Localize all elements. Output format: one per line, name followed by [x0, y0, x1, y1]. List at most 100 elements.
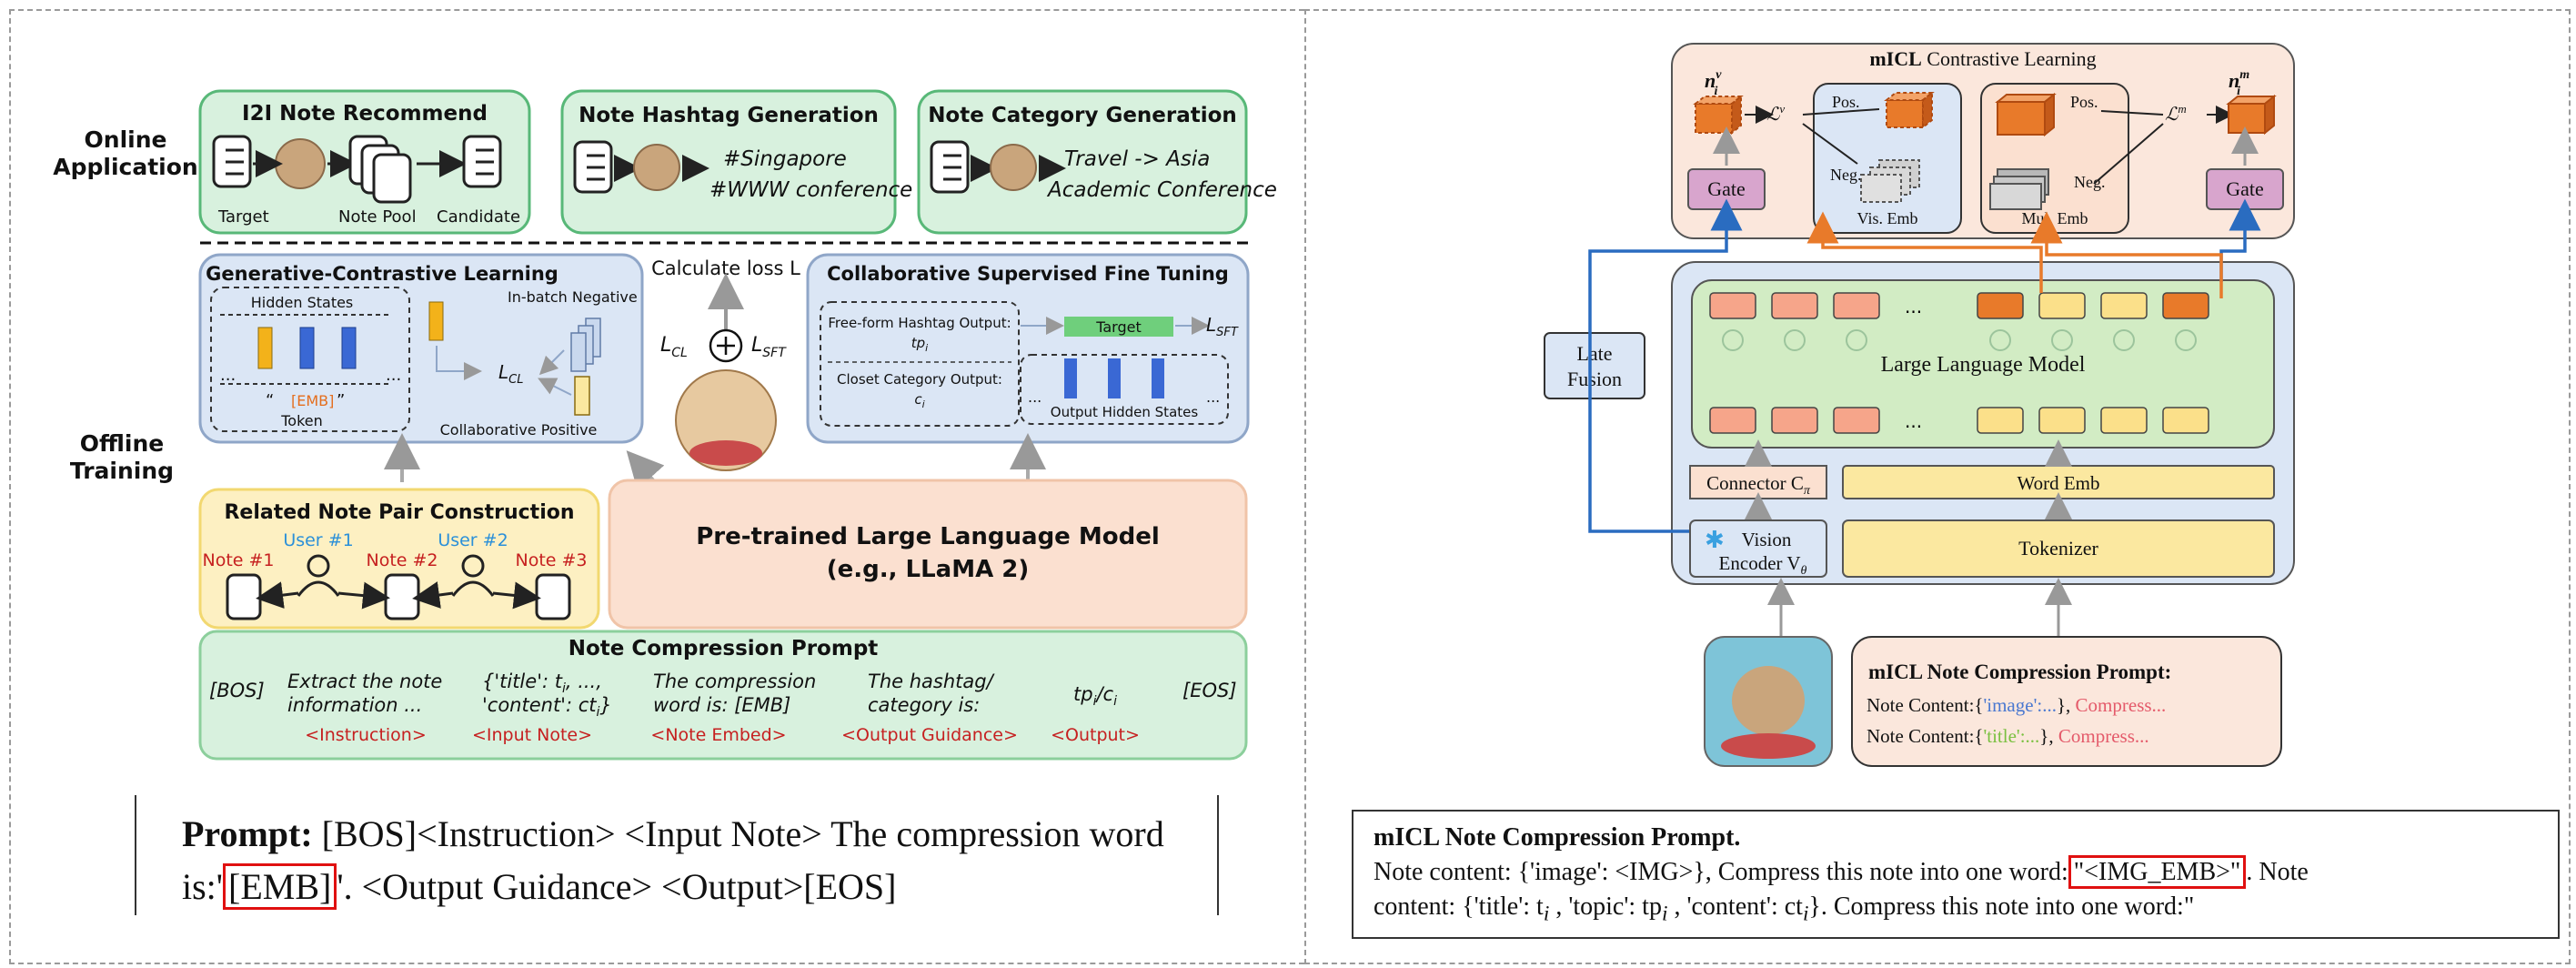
svg-text:Pos.: Pos.	[2070, 93, 2098, 111]
svg-text:<Output>: <Output>	[1051, 725, 1140, 745]
svg-text:Connector Cπ: Connector Cπ	[1706, 472, 1811, 498]
note-icon	[573, 140, 613, 194]
generative-contrastive-learning-box: Generative-Contrastive Learning Hidden S…	[198, 253, 644, 444]
pretrained-llm-box: Pre-trained Large Language Model (e.g., …	[608, 479, 1248, 630]
svg-text:Note Content:{'image':...}, Co: Note Content:{'image':...}, Compress...	[1867, 694, 2166, 716]
svg-text:(e.g., LLaMA 2): (e.g., LLaMA 2)	[827, 556, 1030, 583]
right-prompt-caption: mICL Note Compression Prompt. Note conte…	[1352, 810, 2560, 939]
left-prompt-caption: Prompt: [BOS]<Instruction> <Input Note> …	[135, 795, 1219, 915]
svg-text:Collaborative Positive: Collaborative Positive	[440, 421, 598, 439]
svg-text:[EMB]: [EMB]	[291, 392, 334, 409]
svg-text:Candidate: Candidate	[437, 207, 520, 227]
token-cell	[2038, 292, 2086, 319]
img-emb-highlight: "<IMG_EMB>"	[2068, 855, 2247, 889]
token-cell	[2162, 292, 2209, 319]
svg-text:Note #3: Note #3	[515, 550, 587, 570]
token-cell	[2038, 407, 2086, 434]
svg-text:Note #1: Note #1	[202, 550, 274, 570]
left-panel	[9, 9, 1304, 964]
svg-text:Travel -> Asia: Travel -> Asia	[1064, 147, 1210, 171]
svg-text:Note Hashtag Generation: Note Hashtag Generation	[579, 104, 879, 127]
svg-text:Note #2: Note #2	[366, 550, 438, 570]
token-cell	[1833, 407, 1880, 434]
svg-text:The hashtag/: The hashtag/	[868, 671, 995, 692]
svg-text:Academic Conference: Academic Conference	[1046, 178, 1277, 202]
svg-text:Word Emb: Word Emb	[2017, 472, 2099, 494]
svg-text:Fusion: Fusion	[1567, 368, 1622, 390]
token-cell	[1709, 407, 1756, 434]
llm-node	[2113, 329, 2135, 351]
svg-text:Target: Target	[1095, 318, 1142, 336]
svg-text:<Output Guidance>: <Output Guidance>	[841, 725, 1018, 745]
svg-text:Token: Token	[280, 412, 323, 429]
collaborative-sft-box: Collaborative Supervised Fine Tuning Fre…	[806, 253, 1250, 444]
ellipsis: ...	[1905, 410, 1922, 432]
svg-text:[BOS]: [BOS]	[209, 680, 265, 701]
llama-reading-image	[1704, 636, 1833, 767]
user-2-icon	[451, 554, 495, 597]
svg-text:In-batch Negative: In-batch Negative	[508, 288, 638, 306]
svg-text:{'title': ti, ...,: {'title': ti, ...,	[482, 671, 602, 696]
tokenizer-box	[1842, 519, 2275, 578]
svg-text:“: “	[266, 391, 274, 410]
svg-text:#Singapore: #Singapore	[723, 147, 847, 171]
llm-inner-box	[1691, 279, 2275, 449]
svg-text:<Instruction>: <Instruction>	[305, 725, 427, 745]
svg-text:...: ...	[386, 366, 401, 385]
token-cell	[1771, 292, 1818, 319]
svg-text:Note Compression Prompt: Note Compression Prompt	[569, 637, 879, 660]
svg-text:...: ...	[220, 366, 236, 385]
svg-text:Neg.: Neg.	[1830, 166, 1862, 184]
right-panel	[1304, 9, 2571, 964]
token-cell	[1833, 292, 1880, 319]
note-pool-icon	[348, 135, 412, 204]
ellipsis: ...	[1905, 296, 1922, 318]
llm-nodes	[1722, 329, 2197, 351]
i2i-note-recommend-box: I2I Note Recommend Target Note Pool Cand…	[198, 89, 531, 235]
svg-text:Encoder Vθ: Encoder Vθ	[1719, 552, 1807, 578]
token-row-bottom: ...	[1709, 407, 2209, 434]
snowflake-icon: ✱	[1705, 527, 1725, 554]
user-1-icon	[297, 554, 340, 597]
token-cell	[2162, 407, 2209, 434]
svg-text:Gate: Gate	[2226, 177, 2264, 200]
llama-avatar	[990, 144, 1037, 191]
llama-avatar	[633, 144, 680, 191]
late-fusion-box	[1544, 332, 1645, 399]
llm-node	[1846, 329, 1867, 351]
svg-text:Gate: Gate	[1707, 177, 1746, 200]
note-hashtag-generation-box: Note Hashtag Generation #Singapore #WWW …	[560, 89, 912, 235]
svg-text:Collaborative Supervised Fine: Collaborative Supervised Fine Tuning	[827, 263, 1229, 285]
svg-text:Vis. Emb: Vis. Emb	[1857, 209, 1918, 227]
svg-text:Closet Category Output:: Closet Category Output:	[837, 371, 1002, 388]
svg-text:Hidden States: Hidden States	[251, 294, 354, 311]
svg-text:User #2: User #2	[438, 530, 508, 550]
token-row-top: ...	[1709, 292, 2209, 319]
svg-text:<Input Note>: <Input Note>	[472, 725, 592, 745]
svg-text:information ...: information ...	[287, 694, 422, 716]
svg-text:'content': cti}: 'content': cti}	[482, 694, 612, 720]
svg-text:...: ...	[1206, 388, 1220, 406]
svg-text:Late: Late	[1576, 342, 1612, 365]
i2i-title: I2I Note Recommend	[242, 102, 488, 126]
llama-avatar	[275, 138, 326, 189]
svg-text:Note Content:{'title':...}, Co: Note Content:{'title':...}, Compress...	[1867, 725, 2149, 747]
svg-text:[EOS]: [EOS]	[1182, 680, 1237, 701]
svg-text:Tokenizer: Tokenizer	[2018, 537, 2098, 560]
svg-text:<Note Embed>: <Note Embed>	[650, 725, 786, 745]
llm-node	[1989, 329, 2011, 351]
svg-text:Output Hidden States: Output Hidden States	[1051, 404, 1199, 420]
svg-text:Target: Target	[217, 207, 269, 227]
token-cell	[2100, 407, 2148, 434]
note-1-icon	[226, 573, 262, 620]
svg-text:Extract the note: Extract the note	[287, 671, 442, 692]
token-cell	[2100, 292, 2148, 319]
svg-text:Note Category Generation: Note Category Generation	[928, 104, 1237, 127]
llm-node	[2051, 329, 2073, 351]
svg-text:...: ...	[1028, 388, 1041, 406]
token-cell	[1977, 407, 2024, 434]
